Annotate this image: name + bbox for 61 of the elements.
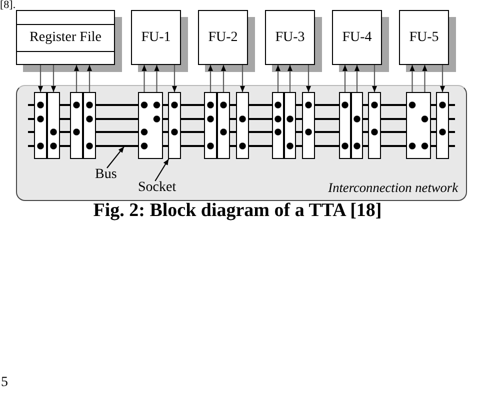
arrow [372,65,378,92]
leader-arrow [154,158,170,182]
callout-label: Bus [95,168,117,182]
bus-line [28,118,455,120]
arrow [74,65,80,92]
arrow [208,65,214,92]
socket [204,92,217,159]
network-label: Interconnection network [328,181,458,194]
socket [272,92,284,159]
leader-arrow [106,146,124,168]
arrow [354,65,360,92]
arrow [440,65,446,92]
block-label: Register File [30,30,102,46]
socket [406,92,431,159]
functional-unit-block [131,10,181,65]
bus-line [28,131,455,133]
arrow [240,65,246,92]
bus-line [28,145,455,147]
socket [47,92,60,159]
figure-caption: Fig. 2: Block diagram of a TTA [18] [92,201,383,220]
socket [138,92,163,159]
block-label: FU-4 [342,30,372,46]
socket [217,92,230,159]
arrow [86,65,92,92]
callout-label: Socket [138,181,176,195]
block-label: FU-3 [275,30,305,46]
socket [368,92,381,159]
arrow [275,65,281,92]
arrow [342,65,348,92]
register-file-block [16,10,115,65]
block-label: FU-1 [141,30,171,46]
socket [83,92,96,159]
arrow [220,65,226,92]
socket [168,92,181,159]
interconnection-network-panel [16,85,467,201]
arrow [287,65,293,92]
socket [351,92,363,159]
socket [34,92,47,159]
socket [302,92,315,159]
functional-unit-block [265,10,315,65]
arrow [306,65,312,92]
bus-line [28,104,455,106]
socket [339,92,351,159]
socket [284,92,296,159]
arrow [50,65,56,92]
socket [436,92,449,159]
arrow [422,65,428,92]
functional-unit-block [332,10,382,65]
arrow [142,65,147,92]
socket [70,92,83,159]
block-label: FU-5 [409,30,439,46]
page-number: 5 [1,376,8,390]
text-fragment: [8]. [0,0,16,11]
arrow [410,65,415,92]
arrow [38,65,44,92]
arrow [172,65,178,92]
arrow [154,65,160,92]
socket [236,92,249,159]
functional-unit-block [198,10,248,65]
block-label: FU-2 [208,30,238,46]
functional-unit-block [399,10,449,65]
